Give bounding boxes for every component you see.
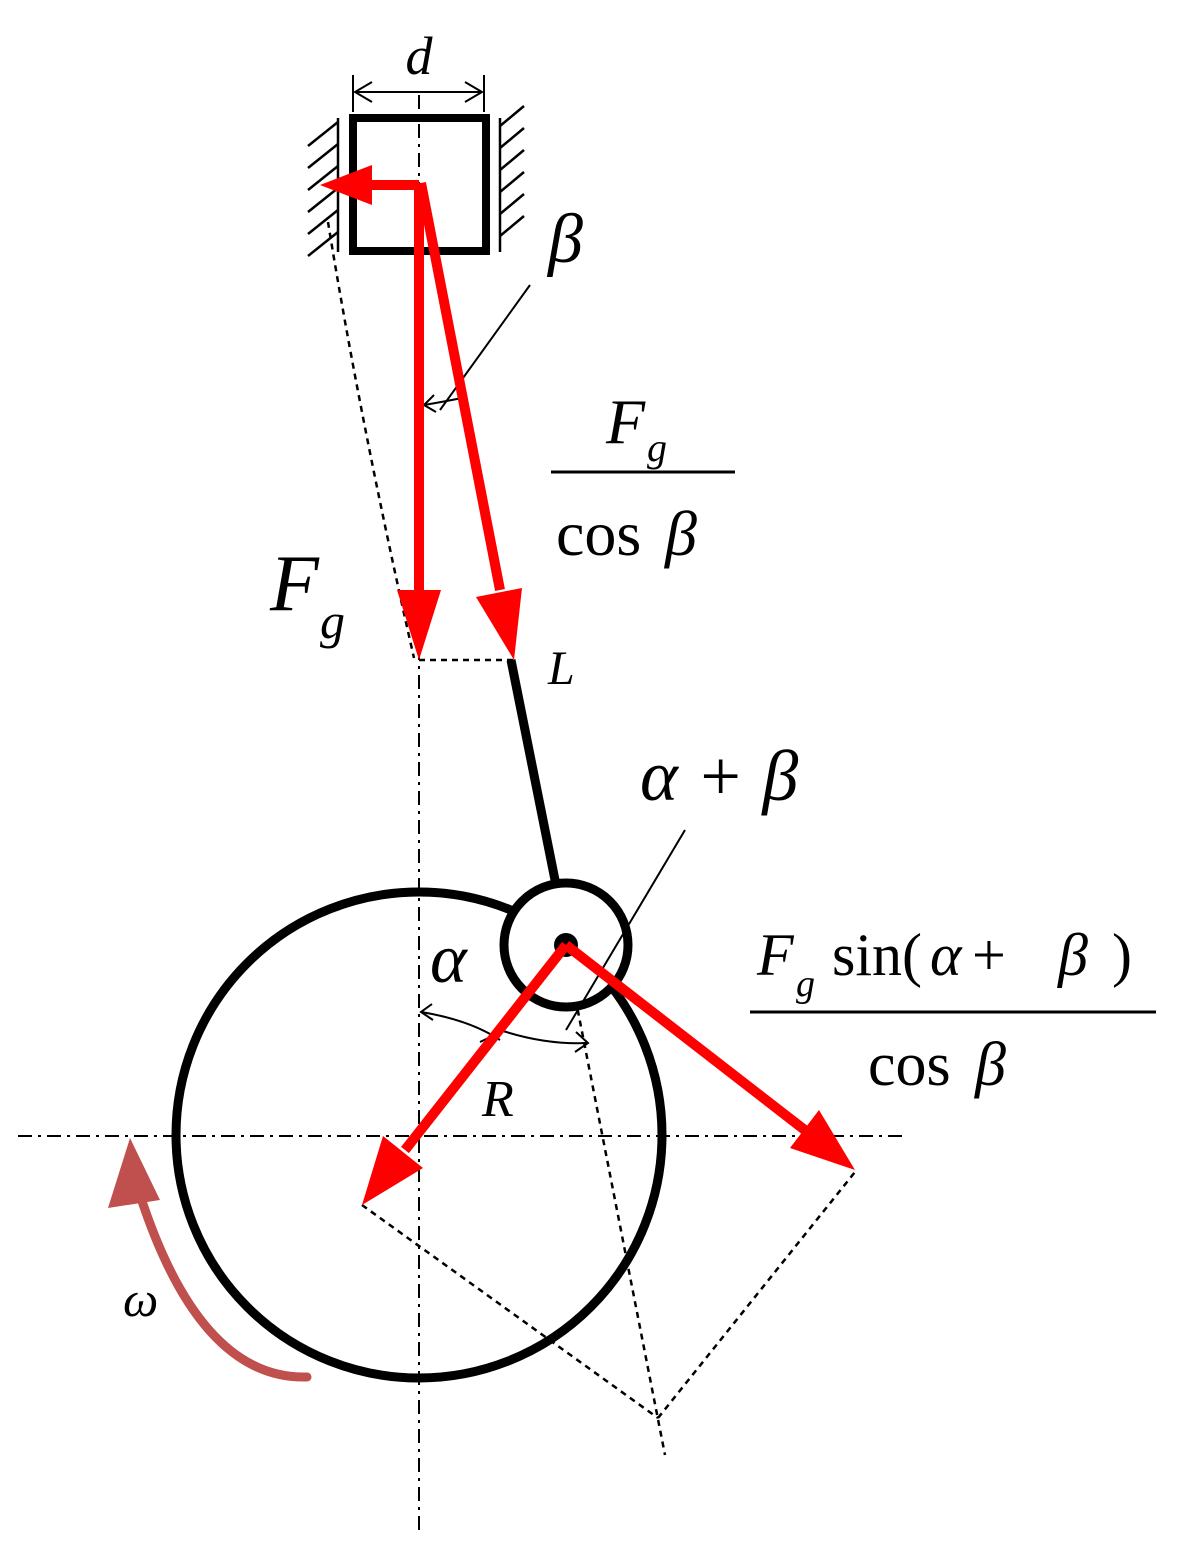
svg-text:g: g (647, 425, 667, 470)
svg-text:β: β (1057, 922, 1088, 988)
svg-text:g: g (796, 963, 815, 1005)
radial-force-arrow (401, 941, 570, 1154)
construction-lines (326, 221, 856, 1456)
svg-text:g: g (320, 593, 345, 649)
svg-text:β: β (663, 498, 697, 569)
force-vectors (320, 165, 855, 1205)
label-alpha-plus-beta: α + β (640, 736, 798, 816)
svg-text:): ) (1112, 922, 1132, 988)
label-alpha: α (430, 921, 468, 998)
rotation-omega-arrow (108, 1138, 312, 1382)
svg-text:sin(: sin( (832, 922, 922, 988)
svg-text:F: F (605, 386, 646, 457)
svg-text:α: α (930, 922, 963, 988)
label-beta: β (546, 201, 583, 278)
tangential-force-arrow (562, 941, 810, 1135)
fraction-fg-over-cosbeta: F g cos β (551, 386, 735, 569)
svg-text:F: F (269, 540, 320, 628)
svg-text:F: F (756, 922, 795, 988)
alpha-plus-beta-angle-marker (499, 829, 686, 1053)
label-d: d (406, 26, 434, 86)
label-omega: ω (123, 1271, 158, 1327)
dimension-d (352, 75, 485, 112)
crank-circle (171, 887, 667, 1383)
fg-cosbeta-arrow (416, 182, 505, 591)
label-fg: F g (269, 540, 345, 649)
svg-text:cos: cos (868, 1031, 951, 1099)
right-guide-hatch (498, 105, 525, 252)
svg-text:cos: cos (556, 498, 641, 569)
label-L: L (547, 642, 575, 695)
label-R: R (481, 1071, 514, 1128)
fraction-fg-sin-over-cosbeta: F g sin( α + β ) cos β (750, 922, 1156, 1099)
svg-text:+: + (972, 922, 1006, 988)
svg-text:β: β (974, 1031, 1006, 1099)
